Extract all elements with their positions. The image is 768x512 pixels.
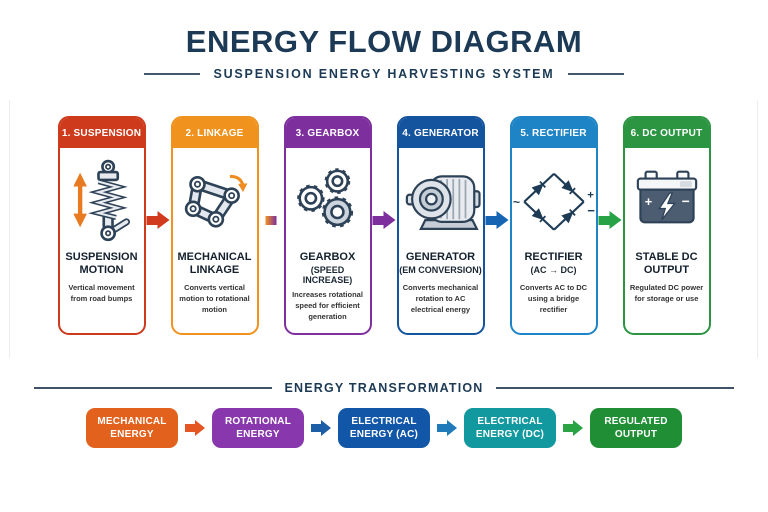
stage-description: Converts AC to DC using a bridge rectifi… bbox=[519, 283, 588, 314]
stage-description: Increases rotational speed for efficient… bbox=[292, 290, 363, 321]
stage-heading: GEARBOX bbox=[299, 251, 356, 263]
svg-text:+: + bbox=[644, 194, 652, 209]
stage-description: Converts mechanical rotation to AC elect… bbox=[402, 283, 479, 314]
divider-right-line bbox=[495, 387, 735, 389]
stage-subheading: (AC → DC) bbox=[530, 265, 577, 276]
stage-icon-zone bbox=[399, 148, 483, 251]
stage-header: 1. SUSPENSION bbox=[59, 118, 144, 148]
generator-motor-icon bbox=[405, 174, 481, 230]
stage-header: 6. DC OUTPUT bbox=[624, 118, 709, 148]
pill-arrow-icon bbox=[563, 420, 583, 436]
svg-text:+: + bbox=[587, 189, 594, 201]
flow-arrow-slot bbox=[146, 116, 171, 335]
pill-electrical-energy-dc: ELECTRICAL ENERGY (DC) bbox=[464, 408, 556, 448]
stage-card-linkage: 2. LINKAGE bbox=[170, 116, 259, 335]
stage-card-generator: 4. GENERATOR GE bbox=[396, 116, 485, 335]
mechanical-linkage-icon bbox=[184, 174, 247, 228]
pill-arrow-slot bbox=[430, 420, 464, 436]
flow-arrow-slot bbox=[598, 116, 623, 335]
stage-subheading: (EM CONVERSION) bbox=[399, 265, 482, 276]
stage-heading-zone: SUSPENSION MOTION bbox=[60, 251, 144, 278]
stage-card-gearbox: 3. GEARBOX bbox=[283, 116, 372, 335]
page-subtitle: SUSPENSION ENERGY HARVESTING SYSTEM bbox=[213, 67, 555, 81]
pill-arrow-icon bbox=[311, 420, 331, 436]
pill-mechanical-energy: MECHANICAL ENERGY bbox=[86, 408, 178, 448]
gears-icon bbox=[296, 167, 353, 228]
left-frame-line bbox=[9, 100, 10, 358]
stage-header: 2. LINKAGE bbox=[172, 118, 257, 148]
stage-icon-zone bbox=[173, 148, 257, 251]
stages-row: 1. SUSPENSION bbox=[0, 116, 768, 335]
pill-arrow-slot bbox=[304, 420, 338, 436]
stage-icon-zone bbox=[286, 148, 370, 251]
stage-description: Converts vertical motion to rotational m… bbox=[179, 283, 250, 315]
flow-arrow-icon bbox=[265, 211, 277, 229]
stage-header: 3. GEARBOX bbox=[285, 118, 370, 148]
stage-heading-zone: RECTIFIER (AC → DC) bbox=[512, 251, 596, 278]
flow-arrow-icon bbox=[485, 211, 509, 229]
battery-icon: + − bbox=[636, 170, 697, 223]
energy-transformation-title: ENERGY TRANSFORMATION bbox=[284, 381, 484, 395]
stage-description: Vertical movement from road bumps bbox=[68, 283, 135, 304]
pill-rotational-energy: ROTATIONAL ENERGY bbox=[212, 408, 304, 448]
stage-heading-zone: MECHANICAL LINKAGE bbox=[173, 251, 257, 278]
stage-heading: RECTIFIER bbox=[524, 251, 583, 263]
flow-arrow-icon bbox=[372, 211, 396, 229]
divider-left-line bbox=[34, 387, 273, 389]
stage-card-dc-output: 6. DC OUTPUT + − STABLE DC OUTPUT Regula… bbox=[622, 116, 711, 335]
pill-arrow-slot bbox=[178, 420, 212, 436]
stage-card-suspension: 1. SUSPENSION bbox=[57, 116, 146, 335]
stage-header: 5. RECTIFIER bbox=[511, 118, 596, 148]
subtitle-row: SUSPENSION ENERGY HARVESTING SYSTEM bbox=[0, 67, 768, 81]
stage-heading-zone: STABLE DC OUTPUT bbox=[625, 251, 709, 278]
svg-text:~: ~ bbox=[512, 195, 519, 209]
energy-pills-row: MECHANICAL ENERGY ROTATIONAL ENERGY ELEC… bbox=[0, 408, 768, 448]
pill-arrow-slot bbox=[556, 420, 590, 436]
stage-heading: SUSPENSION MOTION bbox=[65, 251, 138, 277]
subtitle-left-dash bbox=[144, 73, 201, 75]
pill-arrow-icon bbox=[437, 420, 457, 436]
stage-heading: GENERATOR bbox=[405, 251, 476, 263]
page-title: ENERGY FLOW DIAGRAM bbox=[185, 24, 583, 59]
stage-description: Regulated DC power for storage or use bbox=[629, 283, 704, 304]
flow-arrow-slot bbox=[259, 116, 284, 335]
svg-text:−: − bbox=[587, 202, 595, 217]
diagram-header: ENERGY FLOW DIAGRAM SUSPENSION ENERGY HA… bbox=[0, 0, 768, 81]
subtitle-right-dash bbox=[567, 73, 624, 75]
shock-absorber-icon bbox=[72, 159, 130, 241]
flow-arrow-slot bbox=[485, 116, 510, 335]
stage-subheading: (SPEED INCREASE) bbox=[302, 265, 353, 286]
flow-arrow-icon bbox=[598, 211, 622, 229]
stage-header: 4. GENERATOR bbox=[398, 118, 483, 148]
svg-text:−: − bbox=[681, 194, 689, 209]
stage-heading-zone: GEARBOX (SPEED INCREASE) bbox=[286, 251, 370, 285]
pill-electrical-energy-ac: ELECTRICAL ENERGY (AC) bbox=[338, 408, 430, 448]
energy-transformation-divider: ENERGY TRANSFORMATION bbox=[34, 381, 735, 395]
right-frame-line bbox=[757, 100, 758, 358]
stage-icon-zone bbox=[60, 148, 144, 251]
bridge-rectifier-icon: ~ + − bbox=[512, 172, 595, 231]
stage-heading: STABLE DC OUTPUT bbox=[635, 251, 698, 277]
stage-icon-zone: ~ + − bbox=[512, 148, 596, 251]
stage-icon-zone: + − bbox=[625, 148, 709, 251]
pill-arrow-icon bbox=[185, 420, 205, 436]
flow-arrow-slot bbox=[372, 116, 397, 335]
stage-heading: MECHANICAL LINKAGE bbox=[177, 251, 252, 277]
pill-regulated-output: REGULATED OUTPUT bbox=[590, 408, 682, 448]
stage-heading-zone: GENERATOR (EM CONVERSION) bbox=[399, 251, 483, 278]
stage-card-rectifier: 5. RECTIFIER ~ + bbox=[509, 116, 598, 335]
flow-arrow-icon bbox=[146, 211, 170, 229]
